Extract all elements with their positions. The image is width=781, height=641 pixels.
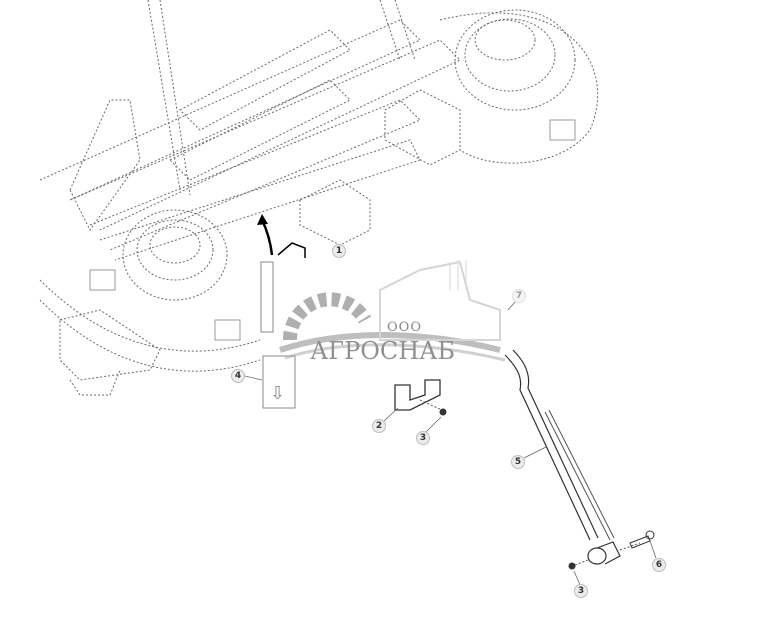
callout-1[interactable]: 1 bbox=[332, 244, 346, 258]
callout-6[interactable]: 6 bbox=[652, 558, 666, 572]
callout-4[interactable]: 4 bbox=[231, 369, 245, 383]
callout-2[interactable]: 2 bbox=[372, 419, 386, 433]
callout-3-lower[interactable]: 3 bbox=[574, 584, 588, 598]
arrow-down-icon: ⇩ bbox=[270, 383, 286, 404]
callout-7[interactable]: 7 bbox=[512, 289, 526, 303]
callout-3[interactable]: 3 bbox=[416, 431, 430, 445]
callout-5[interactable]: 5 bbox=[511, 455, 525, 469]
